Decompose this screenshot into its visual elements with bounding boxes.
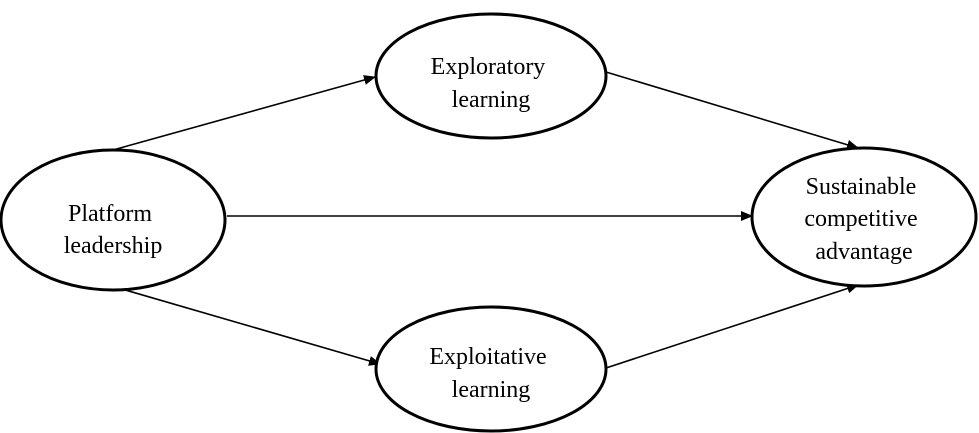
node-label-line: competitive [804, 206, 917, 232]
node-label-line: learning [452, 377, 531, 403]
node-exploratory-learning-label: Exploratory learning [431, 54, 552, 113]
node-exploitative-learning-label: Exploitative learning [429, 344, 552, 403]
node-label-line: Platform [68, 201, 152, 227]
node-sustainable-competitive-advantage-label: Sustainable competitive advantage [804, 174, 923, 265]
node-exploratory-learning-shape [374, 12, 608, 140]
node-exploratory-learning: Exploratory learning [374, 12, 608, 140]
node-platform-leadership-label: Platform leadership [64, 201, 163, 259]
node-label-line: Sustainable [806, 174, 917, 200]
node-platform-leadership-shape [0, 148, 227, 292]
node-sustainable-competitive-advantage: Sustainable competitive advantage [750, 146, 978, 288]
node-label-line: leadership [64, 233, 163, 259]
node-label-line: Exploitative [429, 344, 546, 370]
edge-exploratory-to-sustainable [605, 71, 859, 150]
edge-platform-to-exploitative [114, 286, 381, 366]
node-exploitative-learning-shape [374, 305, 608, 433]
node-label-line: learning [452, 87, 531, 113]
node-label-line: Exploratory [431, 54, 546, 80]
node-exploitative-learning: Exploitative learning [374, 305, 608, 433]
node-label-line: advantage [815, 239, 912, 265]
edge-platform-to-exploratory [112, 75, 376, 151]
node-platform-leadership: Platform leadership [0, 148, 227, 292]
edges [112, 71, 859, 369]
node-sustainable-competitive-advantage-shape [750, 146, 978, 288]
edge-exploitative-to-sustainable [605, 283, 859, 369]
